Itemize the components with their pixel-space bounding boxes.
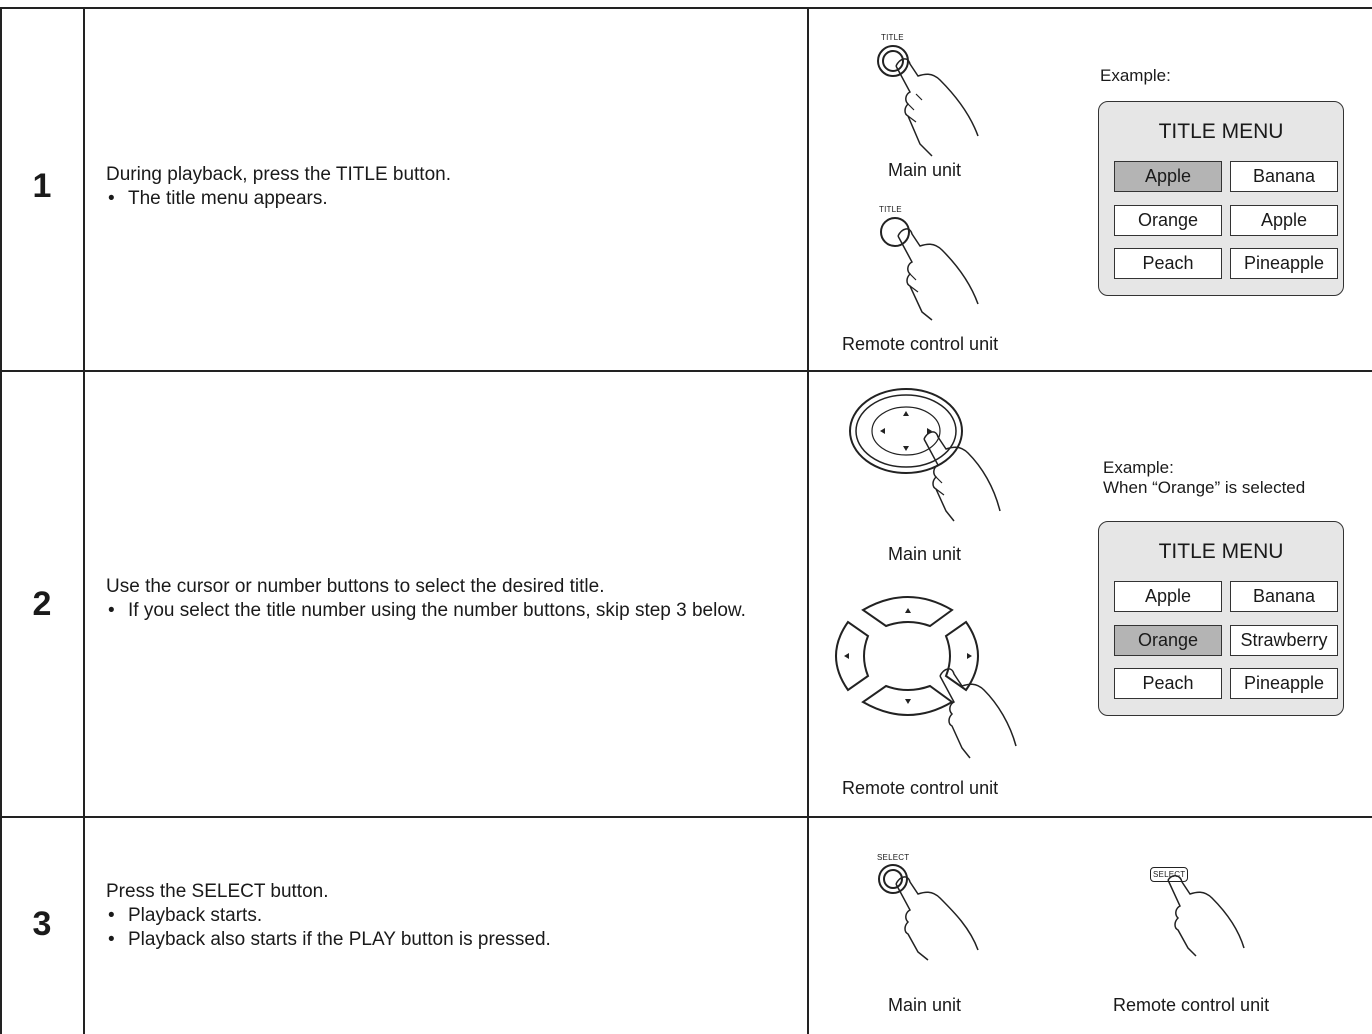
menu-item: Peach [1114, 668, 1222, 699]
menu-item: Pineapple [1230, 248, 1338, 279]
step-text: During playback, press the TITLE button. [106, 164, 451, 185]
step-text: Press the SELECT button. [106, 881, 329, 902]
menu-item: Apple [1114, 581, 1222, 612]
main-unit-caption: Main unit [888, 160, 962, 180]
menu-item-selected: Orange [1114, 625, 1222, 656]
menu-item: Peach [1114, 248, 1222, 279]
example-heading: Example: [1103, 458, 1174, 477]
menu-item: Apple [1230, 205, 1338, 236]
main-unit-caption: Main unit [888, 544, 962, 564]
remote-cursor-buttons-icon [835, 596, 1017, 759]
main-unit-caption: Main unit [888, 995, 962, 1015]
column-divider [807, 8, 809, 1034]
step-number: 2 [32, 585, 52, 623]
menu-item: Orange [1114, 205, 1222, 236]
step-description: During playback, press the TITLE button.… [106, 163, 796, 211]
button-label: TITLE [881, 33, 904, 42]
menu-item: Pineapple [1230, 668, 1338, 699]
button-label: SELECT [877, 853, 910, 862]
example-label: Example: [1100, 66, 1171, 85]
step-bullet: If you select the title number using the… [106, 599, 796, 623]
remote-select-button-press-icon [1167, 875, 1245, 957]
row-divider [0, 370, 1372, 372]
column-divider [83, 8, 85, 1034]
row-divider [0, 816, 1372, 818]
menu-item: Strawberry [1230, 625, 1338, 656]
example-label: Example: When “Orange” is selected [1103, 458, 1305, 498]
title-button-press-icon [877, 45, 979, 157]
title-menu-example: TITLE MENU Apple Banana Orange Apple Pea… [1098, 101, 1344, 296]
button-label: TITLE [879, 205, 902, 214]
menu-item: Banana [1230, 161, 1338, 192]
menu-title: TITLE MENU [1158, 120, 1284, 143]
select-button-press-icon [878, 864, 979, 961]
example-note: When “Orange” is selected [1103, 478, 1306, 497]
table-border-left [0, 8, 2, 1034]
remote-unit-caption: Remote control unit [842, 334, 999, 354]
remote-title-button-press-icon [880, 217, 979, 321]
remote-unit-caption: Remote control unit [1113, 995, 1270, 1015]
table-border-top [0, 7, 1372, 9]
step-bullet: Playback starts. [106, 904, 796, 928]
step-bullet: Playback also starts if the PLAY button … [106, 928, 796, 952]
step-number: 1 [32, 167, 52, 205]
cursor-dial-press-icon [849, 388, 1001, 522]
step-text: Use the cursor or number buttons to sele… [106, 576, 605, 597]
menu-item-selected: Apple [1114, 161, 1222, 192]
menu-item: Banana [1230, 581, 1338, 612]
title-menu-example: TITLE MENU Apple Banana Orange Strawberr… [1098, 521, 1344, 716]
step-bullet: The title menu appears. [106, 187, 796, 211]
step-description: Use the cursor or number buttons to sele… [106, 575, 796, 623]
menu-title: TITLE MENU [1158, 540, 1284, 563]
remote-unit-caption: Remote control unit [842, 778, 999, 798]
step-description: Press the SELECT button. Playback starts… [106, 880, 796, 952]
step-number: 3 [32, 905, 52, 943]
